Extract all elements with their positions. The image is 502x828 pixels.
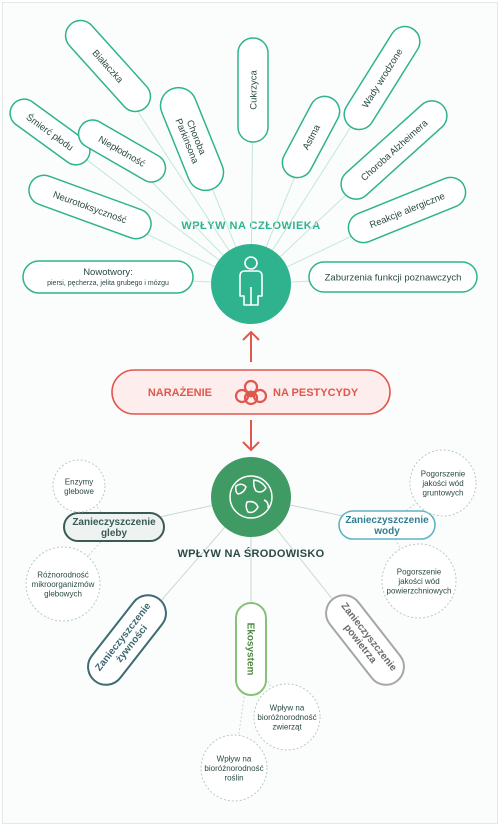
label-line: gruntowych bbox=[423, 489, 464, 498]
human-effect-cukrzyca: Cukrzyca bbox=[237, 37, 269, 143]
label-line: jakości wód bbox=[421, 479, 463, 488]
human-effect-neurotoksycznosc: Neurotoksyczność bbox=[28, 174, 152, 240]
label-line: Pogorszenie bbox=[397, 568, 442, 577]
label-line: Zanieczyszczenie bbox=[72, 517, 156, 528]
label-line: Ekosystem bbox=[245, 623, 256, 676]
label-line: powierzchniowych bbox=[387, 587, 452, 596]
label-line: Enzymy bbox=[65, 477, 93, 486]
label-line: Pogorszenie bbox=[421, 470, 466, 479]
label-line: roślin bbox=[224, 774, 243, 783]
label-line: Wpływ na bbox=[270, 704, 305, 713]
label-line: glebowe bbox=[64, 487, 94, 496]
label-line: piersi, pęcherza, jelita grubego i mózgu bbox=[47, 280, 169, 287]
label-line: mikroorganizmów bbox=[32, 580, 95, 589]
label-line: zwierząt bbox=[272, 723, 302, 732]
label-line: Cukrzyca bbox=[249, 69, 260, 109]
environment-effect-ekosystem: Ekosystem bbox=[235, 602, 267, 696]
label-line: bioróżnorodność bbox=[257, 713, 316, 722]
label-line: wody bbox=[373, 526, 400, 537]
human-effect-astma: Astma bbox=[281, 95, 341, 179]
biohazard-icon bbox=[234, 379, 268, 406]
exposure-arrows bbox=[242, 330, 260, 452]
person-icon bbox=[239, 256, 263, 306]
environment-node bbox=[211, 457, 291, 537]
human-node bbox=[211, 244, 291, 324]
human-effect-nowotwory: Nowotwory: piersi, pęcherza, jelita grube… bbox=[22, 260, 194, 294]
human-effect-zaburzenia-poznawcze: Zaburzenia funkcji poznawczych bbox=[308, 261, 478, 293]
label-line: bioróżnorodność bbox=[204, 764, 263, 773]
label-line: Różnorodność bbox=[37, 571, 89, 580]
label-line: jakości wód bbox=[397, 577, 439, 586]
label-line: Zaburzenia funkcji poznawczych bbox=[325, 273, 462, 284]
banner-left-text: NARAŻENIE bbox=[148, 386, 212, 399]
label-line: gleby bbox=[101, 528, 128, 539]
environment-impact-title: WPŁYW NA ŚRODOWISKO bbox=[177, 547, 324, 560]
label-line: Choroba Alzheimera bbox=[359, 117, 431, 183]
pesticide-exposure-banner: NARAŻENIE NA PESTYCYDY bbox=[111, 369, 391, 415]
human-effect-bialaczka: Białaczka bbox=[64, 19, 152, 113]
label-line: glebowych bbox=[44, 590, 82, 599]
banner-right-text: NA PESTYCYDY bbox=[273, 387, 359, 399]
label-line: Zanieczyszczenie bbox=[345, 515, 429, 526]
globe-icon bbox=[229, 475, 273, 519]
human-impact-title: WPŁYW NA CZŁOWIEKA bbox=[181, 220, 320, 232]
label-line: Nowotwory: bbox=[83, 267, 133, 278]
environment-sub-effects: EnzymygleboweRóżnorodnośćmikroorganizmów… bbox=[25, 449, 477, 802]
environment-effects: ZanieczyszczenieglebyZanieczyszczeniewod… bbox=[63, 510, 436, 696]
label-line: Wpływ na bbox=[217, 755, 252, 764]
